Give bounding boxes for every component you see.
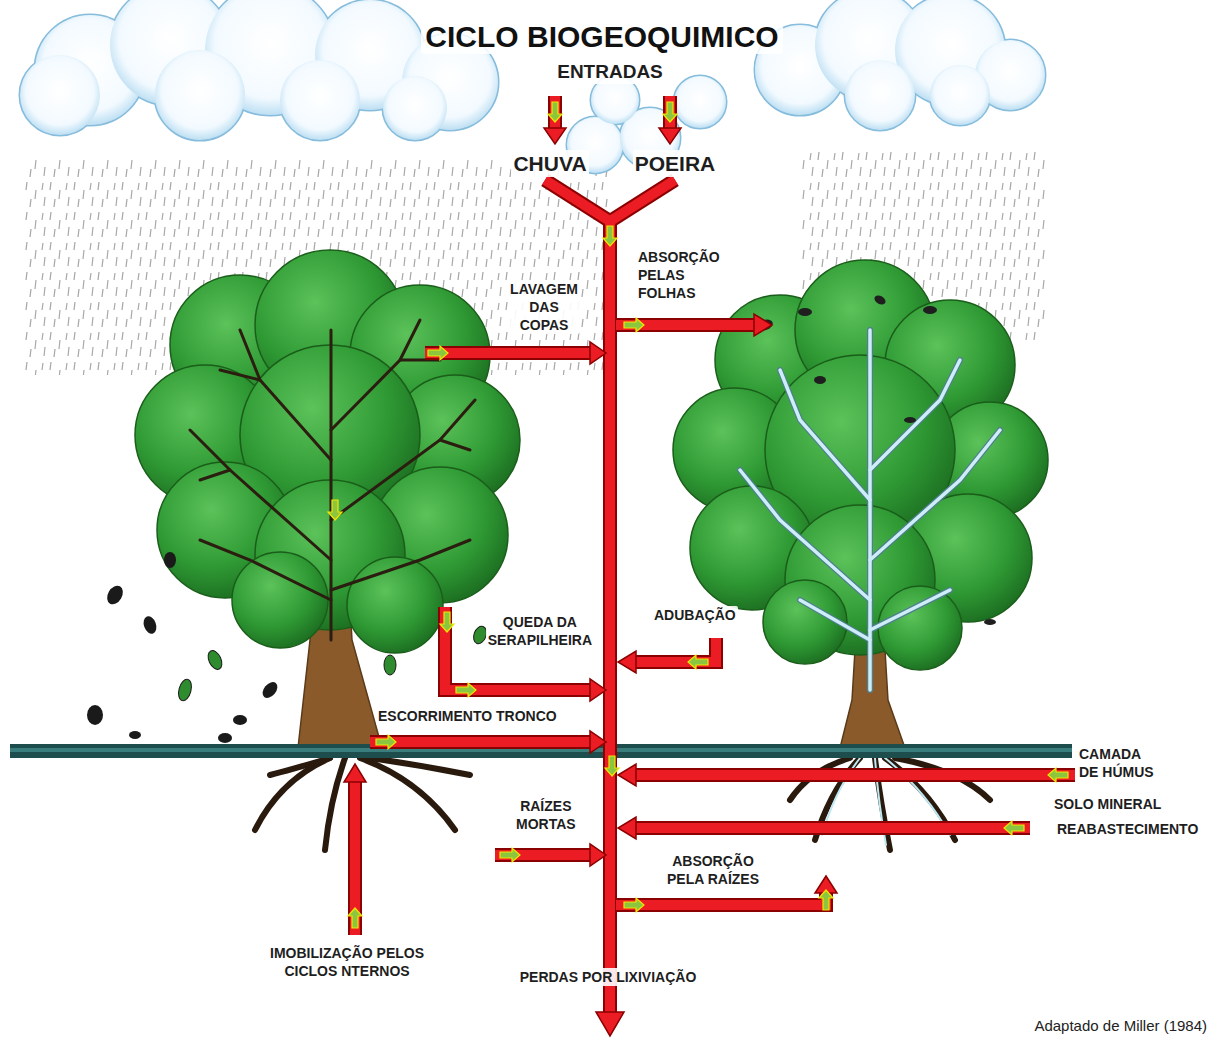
- cycle-label: SOLO MINERAL: [1052, 795, 1163, 813]
- source-caption: Adaptado de Miller (1984): [1034, 1017, 1207, 1035]
- cycle-label: REABASTECIMENTO: [1055, 820, 1200, 838]
- cycle-label: ESCORRIMENTO TRONCO: [376, 707, 559, 725]
- cycle-label: IMOBILIZAÇÃO PELOS CICLOS NTERNOS: [245, 944, 449, 980]
- cycle-label: ABSORÇÃO PELA RAÍZES: [655, 852, 771, 888]
- cycle-label: LAVAGEM DAS COPAS: [508, 280, 580, 334]
- cycle-label: POEIRA: [633, 150, 718, 177]
- cycle-label: ABSORÇÃO PELAS FOLHAS: [636, 248, 722, 302]
- diagram-title: CICLO BIOGEOQUIMICO: [421, 20, 782, 54]
- cycle-label: QUEDA DA SERAPILHEIRA: [486, 613, 594, 649]
- cycle-label: RAÍZES MORTAS: [514, 797, 578, 833]
- cycle-label: PERDAS POR LIXIVIAÇÃO: [518, 968, 699, 986]
- cycle-label: ENTRADAS: [555, 60, 665, 84]
- cycle-label: ADUBAÇÃO: [652, 606, 738, 624]
- cycle-label: CAMADA DE HÚMUS: [1077, 745, 1161, 781]
- cycle-label: CHUVA: [511, 150, 588, 177]
